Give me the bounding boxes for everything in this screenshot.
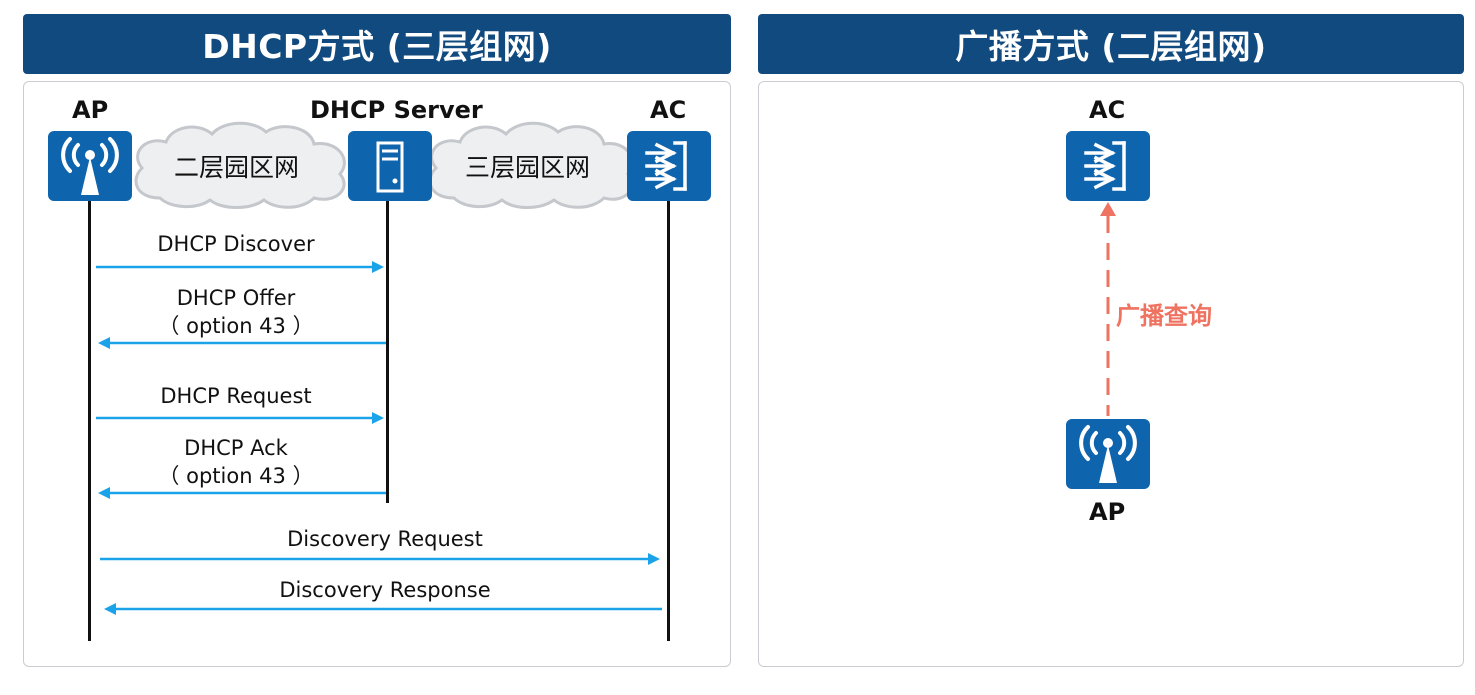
wireless-ap-icon — [1079, 425, 1137, 483]
server-icon — [376, 141, 404, 193]
wireless-ap-icon — [61, 137, 119, 195]
ap-label: AP — [72, 96, 109, 124]
msg-dhcp-offer-option: （ option 43 ） — [158, 314, 314, 338]
ac-lifeline — [667, 201, 670, 641]
msg-discovery-response-label: Discovery Response — [279, 578, 491, 602]
ac-label: AC — [650, 96, 687, 124]
right-ap-label: AP — [1089, 498, 1126, 526]
layer3-cloud-label: 三层园区网 — [465, 153, 591, 182]
msg-dhcp-offer-label: DHCP Offer — [176, 286, 296, 310]
arrow-discovery-request — [100, 553, 660, 565]
msg-dhcp-ack-option: （ option 43 ） — [158, 464, 314, 488]
dhcp-server-lifeline — [386, 201, 389, 503]
layer3-cloud — [428, 121, 634, 209]
arrow-discovery-response — [104, 603, 662, 615]
right-ac-device — [1066, 131, 1150, 201]
dhcp-mode-title: DHCP方式 (三层组网) — [23, 14, 731, 74]
broadcast-query-arrow — [1100, 202, 1116, 416]
right-ap-device — [1066, 419, 1150, 489]
arrow-dhcp-offer — [98, 337, 386, 349]
access-controller-icon — [1084, 141, 1126, 191]
arrow-dhcp-request — [96, 412, 384, 424]
ap-device — [48, 131, 132, 201]
ap-lifeline — [88, 201, 91, 641]
msg-dhcp-request-label: DHCP Request — [160, 384, 312, 408]
dhcp-server-label: DHCP Server — [310, 96, 483, 124]
dhcp-server-device — [348, 131, 432, 201]
msg-discovery-request-label: Discovery Request — [287, 527, 483, 551]
layer2-cloud — [134, 121, 346, 209]
broadcast-query-label: 广播查询 — [1116, 302, 1212, 330]
arrow-dhcp-discover — [96, 261, 384, 273]
msg-dhcp-discover-label: DHCP Discover — [157, 232, 315, 256]
arrow-dhcp-ack — [98, 487, 386, 499]
access-controller-icon — [645, 141, 687, 191]
broadcast-mode-title: 广播方式 (二层组网) — [758, 14, 1464, 74]
msg-dhcp-ack-label: DHCP Ack — [184, 436, 288, 460]
layer2-cloud-label: 二层园区网 — [174, 153, 300, 182]
ac-device — [627, 131, 711, 201]
right-ac-label: AC — [1089, 96, 1126, 124]
